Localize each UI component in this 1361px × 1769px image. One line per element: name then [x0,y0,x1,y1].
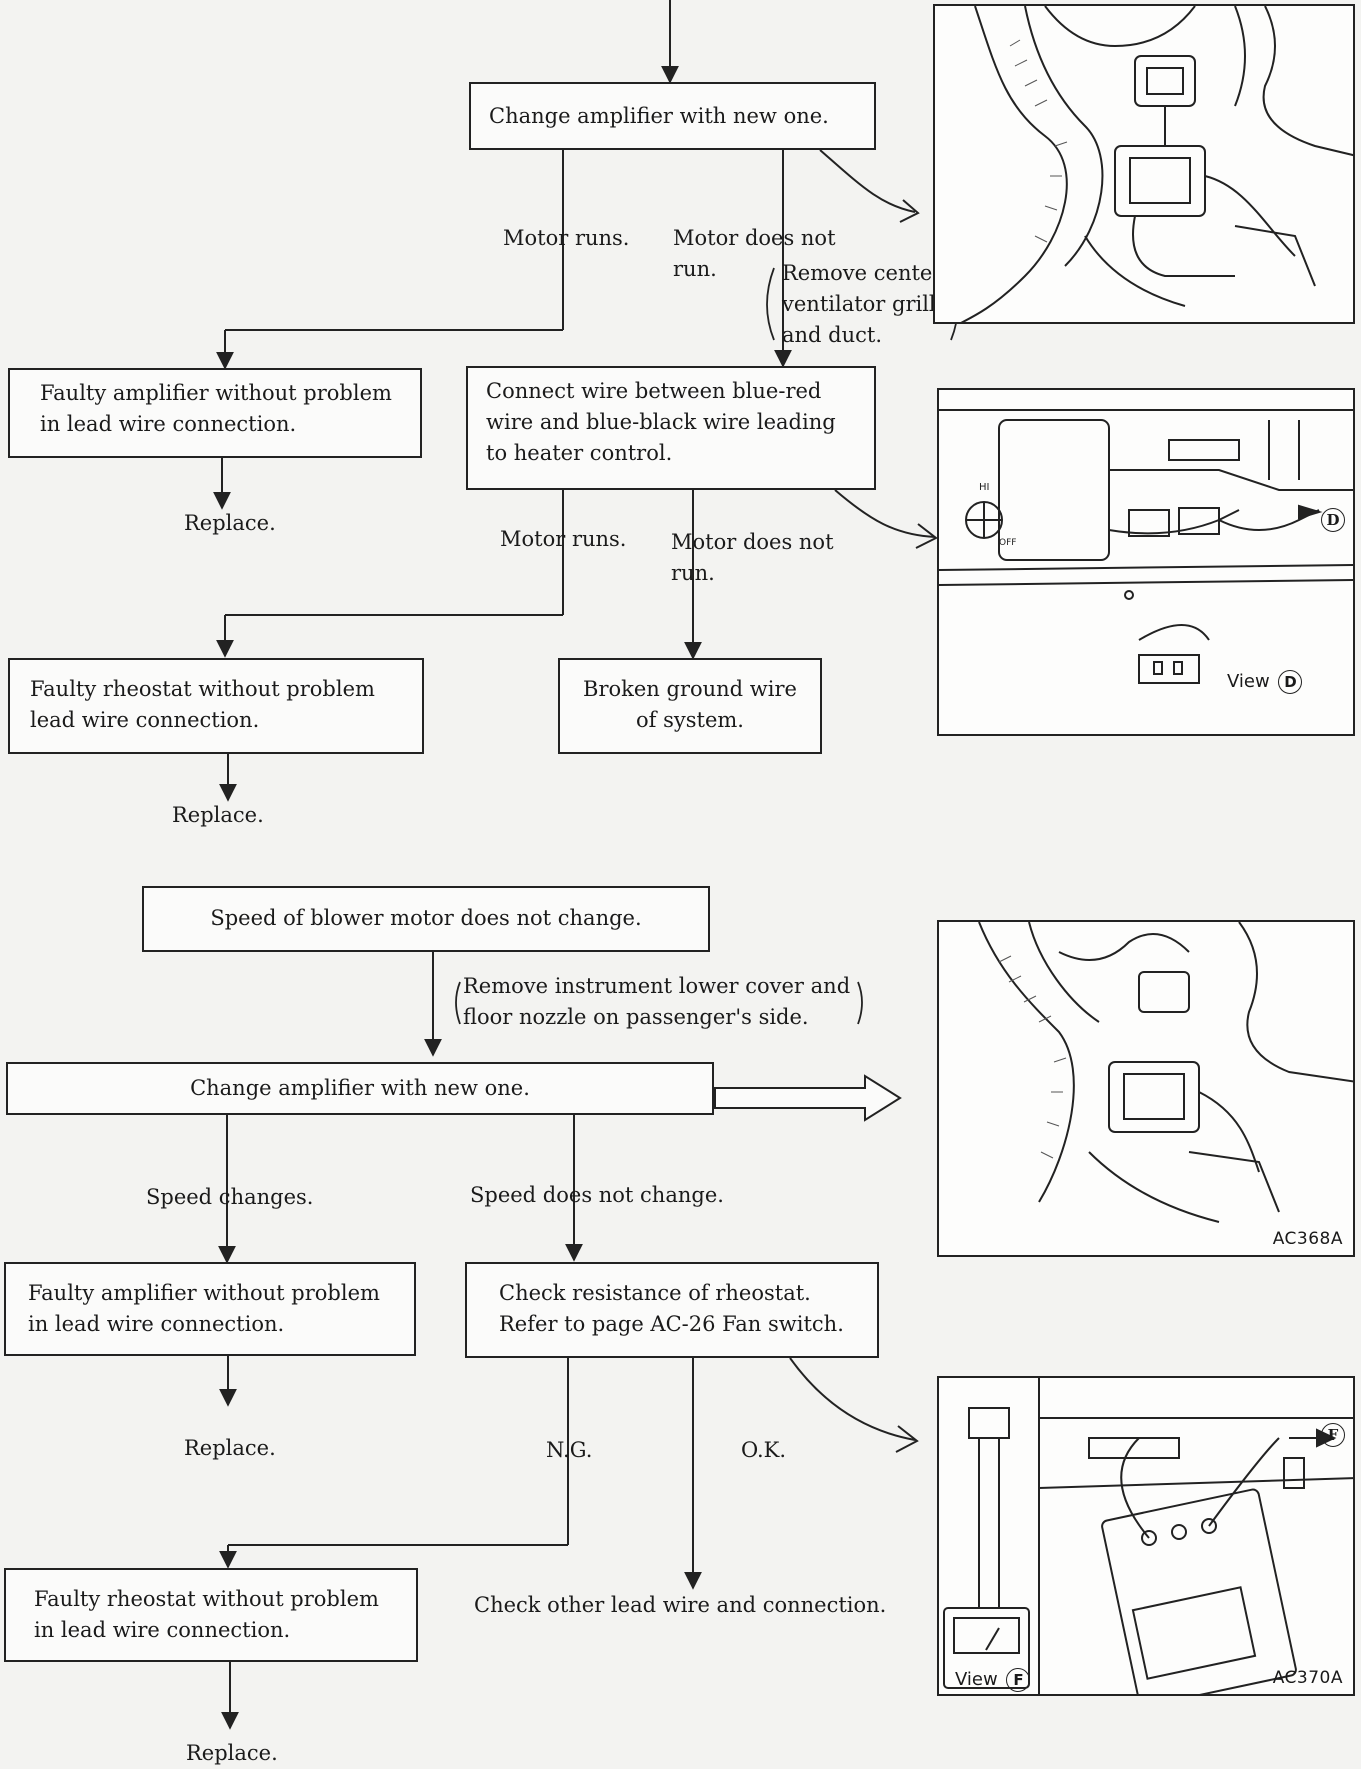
view-f-caption-circle-icon: F [1006,1668,1031,1692]
figure-3-illustration [978,922,1353,1223]
speed-no-change-box: Speed of blower motor does not change. [142,886,710,952]
figure-1-illustration [960,6,1353,322]
figure-4-illustration [943,1378,1353,1694]
figure-4-view-marker-f: F [1318,1423,1345,1447]
speed-changes-label: Speed changes. [146,1185,314,1209]
check-rheostat-text: Check resistance of rheostat. Refer to p… [499,1281,844,1336]
connect-wire-text: Connect wire between blue-red wire and b… [486,379,836,465]
remove-cover-note: Remove instrument lower cover and floor … [463,974,851,1029]
view-f-circle-icon: F [1321,1423,1345,1447]
faulty-rheostat-text-2: Faulty rheostat without problem in lead … [34,1587,379,1642]
faulty-rheostat-text-1: Faulty rheostat without problem lead wir… [30,677,375,732]
figure-2-view-label: View [1227,671,1270,692]
ok-label: O.K. [741,1438,787,1462]
figure-4-rheostat-check: F View F AC370A [937,1376,1355,1696]
motor-does-not-run-label-2: Motor does not run. [671,530,834,585]
replace-label-3: Replace. [184,1436,276,1460]
figure-4-view-caption: View F [955,1668,1031,1692]
figure-2-heater-control: HI OFF D View D [937,388,1355,736]
remove-grille-note: Remove center ventilator grille and duct… [782,261,949,347]
motor-runs-label-2: Motor runs. [500,527,627,551]
broken-ground-text: Broken ground wire of system. [583,677,797,732]
figure-2-view-marker-d: D [1318,508,1345,532]
check-other-lead-label: Check other lead wire and connection. [474,1593,887,1617]
figure-4-view-label: View [955,1669,998,1690]
speed-no-change-text: Speed of blower motor does not change. [210,906,642,930]
replace-label-4: Replace. [186,1741,278,1765]
figure-2-view-caption: View D [1227,670,1303,694]
speed-does-not-change-label: Speed does not change. [470,1183,724,1207]
connect-wire-box: Connect wire between blue-red wire and b… [466,366,876,490]
faulty-rheostat-box-2: Faulty rheostat without problem in lead … [4,1568,418,1662]
view-d-circle-icon: D [1321,508,1345,532]
check-rheostat-box: Check resistance of rheostat. Refer to p… [465,1262,879,1358]
figure-3-amplifier-connector: AC368A [937,920,1355,1257]
replace-label-1: Replace. [184,511,276,535]
ng-label: N.G. [546,1438,593,1462]
figure-2-off-mark: OFF [999,538,1016,548]
broken-ground-box: Broken ground wire of system. [558,658,822,754]
motor-does-not-run-label-1: Motor does not run. [673,226,836,281]
change-amplifier-text-2: Change amplifier with new one. [190,1076,530,1100]
figure-1-amplifier-connector [933,4,1355,324]
faulty-amplifier-box-2: Faulty amplifier without problem in lead… [4,1262,416,1356]
view-d-caption-circle-icon: D [1278,670,1303,694]
figure-4-code: AC370A [1272,1668,1343,1688]
faulty-amplifier-text-1: Faulty amplifier without problem in lead… [40,381,392,436]
replace-label-2: Replace. [172,803,264,827]
change-amplifier-box-1: Change amplifier with new one. [469,82,876,150]
faulty-rheostat-box-1: Faulty rheostat without problem lead wir… [8,658,424,754]
figure-2-hi-mark: HI [979,482,989,493]
faulty-amplifier-box-1: Faulty amplifier without problem in lead… [8,368,422,458]
figure-2-illustration: HI OFF [939,409,1353,684]
figure-3-code: AC368A [1272,1229,1343,1249]
faulty-amplifier-text-2: Faulty amplifier without problem in lead… [28,1281,380,1336]
motor-runs-label-1: Motor runs. [503,226,630,250]
change-amplifier-text-1: Change amplifier with new one. [489,104,829,128]
change-amplifier-box-2: Change amplifier with new one. [6,1062,714,1115]
